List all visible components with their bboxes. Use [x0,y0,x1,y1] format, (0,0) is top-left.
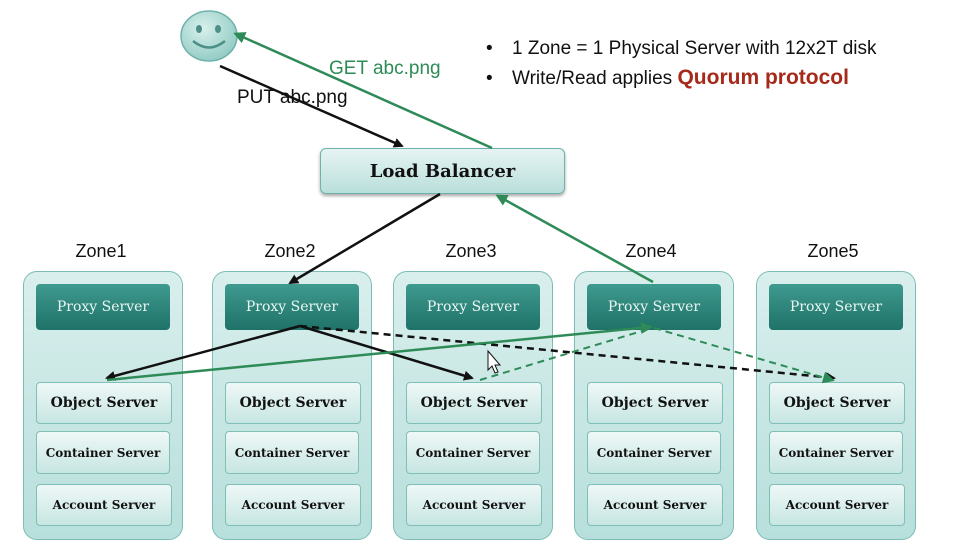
container-server: Container Server [406,431,540,474]
put-request-label: PUT abc.png [237,87,348,108]
read-arrow-from-zone1-object [106,321,653,382]
proxy-server: Proxy Server [769,284,903,330]
read-arrow-proxy-to-lb [495,194,654,284]
zone-4-box: Proxy Server Object Server Container Ser… [574,271,734,540]
proxy-server: Proxy Server [587,284,721,330]
note-zone-definition: • 1 Zone = 1 Physical Server with 12x2T d… [486,34,877,63]
zone-2-box: Proxy Server Object Server Container Ser… [212,271,372,540]
proxy-server: Proxy Server [36,284,170,330]
zone-label-1: Zone1 [75,241,127,261]
object-server: Object Server [769,382,905,424]
note-quorum: • Write/Read applies Quorum protocol [486,63,877,93]
get-request-label: GET abc.png [329,58,441,79]
zone-label-2: Zone2 [264,241,316,261]
bullet-glyph: • [486,38,493,59]
object-server: Object Server [587,382,723,424]
quorum-highlight: Quorum protocol [677,66,849,89]
container-server: Container Server [587,431,721,474]
zone-label-3: Zone3 [445,241,497,261]
note-text: 1 Zone = 1 Physical Server with 12x2T di… [512,38,877,59]
write-arrow-to-zone5-object [299,324,836,383]
container-server: Container Server [225,431,359,474]
bullet-glyph: • [486,68,493,89]
smiley-user-icon [180,10,238,62]
account-server: Account Server [587,484,723,526]
notes-list: • 1 Zone = 1 Physical Server with 12x2T d… [486,34,877,93]
zone-label-5: Zone5 [807,241,859,261]
zone-5-box: Proxy Server Object Server Container Ser… [756,271,916,540]
container-server: Container Server [36,431,170,474]
zone-1-box: Proxy Server Object Server Container Ser… [23,271,183,540]
account-server: Account Server [225,484,361,526]
account-server: Account Server [769,484,905,526]
account-server: Account Server [406,484,542,526]
proxy-server: Proxy Server [406,284,540,330]
account-server: Account Server [36,484,172,526]
object-server: Object Server [36,382,172,424]
object-server: Object Server [406,382,542,424]
zone-label-4: Zone4 [625,241,677,261]
object-server: Object Server [225,382,361,424]
load-balancer-label: Load Balancer [369,160,516,182]
proxy-server: Proxy Server [225,284,359,330]
write-arrow-lb-to-proxy [288,192,441,285]
note-text: Write/Read applies [512,68,678,89]
load-balancer-box: Load Balancer [320,148,565,194]
container-server: Container Server [769,431,903,474]
zone-3-box: Proxy Server Object Server Container Ser… [393,271,553,540]
